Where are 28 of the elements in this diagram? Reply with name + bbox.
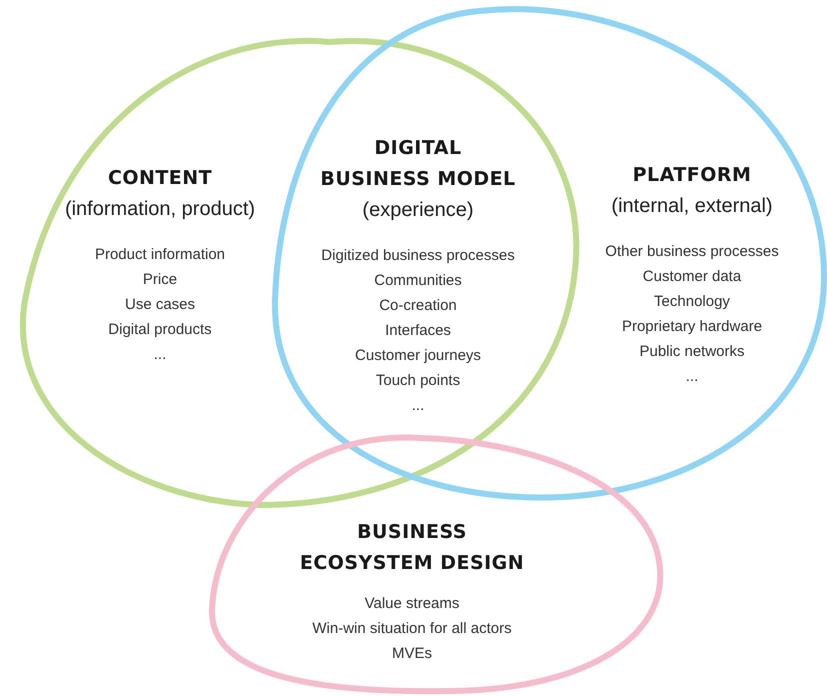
list-item: Communities: [374, 271, 462, 291]
list-item: Other business processes: [605, 242, 779, 262]
list-item: Touch points: [376, 371, 460, 391]
heading: DIGITAL BUSINESS MODEL: [319, 136, 517, 192]
list-item: Technology: [654, 292, 730, 312]
subtitle: (experience): [362, 198, 474, 223]
list-item: ...: [686, 367, 698, 387]
list-item: Co-creation: [379, 296, 457, 316]
list-item: Price: [142, 270, 178, 290]
list-item: Product information: [94, 245, 226, 265]
list-item: Win-win situation for all actors: [312, 619, 512, 639]
list-item: Interfaces: [385, 321, 451, 341]
list-item: ...: [412, 396, 424, 416]
list-item: Use cases: [124, 295, 196, 315]
list-item: ...: [154, 345, 166, 365]
list-item: Customer journeys: [355, 346, 481, 366]
list-item: Digitized business processes: [321, 246, 515, 266]
list-item: Value streams: [364, 594, 460, 614]
list-item: Public networks: [639, 342, 745, 362]
list-item: Customer data: [642, 267, 742, 287]
heading: PLATFORM: [632, 163, 752, 188]
list-item: MVEs: [392, 644, 432, 664]
subtitle: (information, product): [64, 197, 256, 222]
list-item: Proprietary hardware: [622, 317, 762, 337]
list-item: Digital products: [108, 320, 212, 340]
subtitle: (internal, external): [611, 194, 773, 219]
heading: BUSINESS ECOSYSTEM DESIGN: [298, 520, 526, 576]
heading: CONTENT: [108, 166, 212, 191]
